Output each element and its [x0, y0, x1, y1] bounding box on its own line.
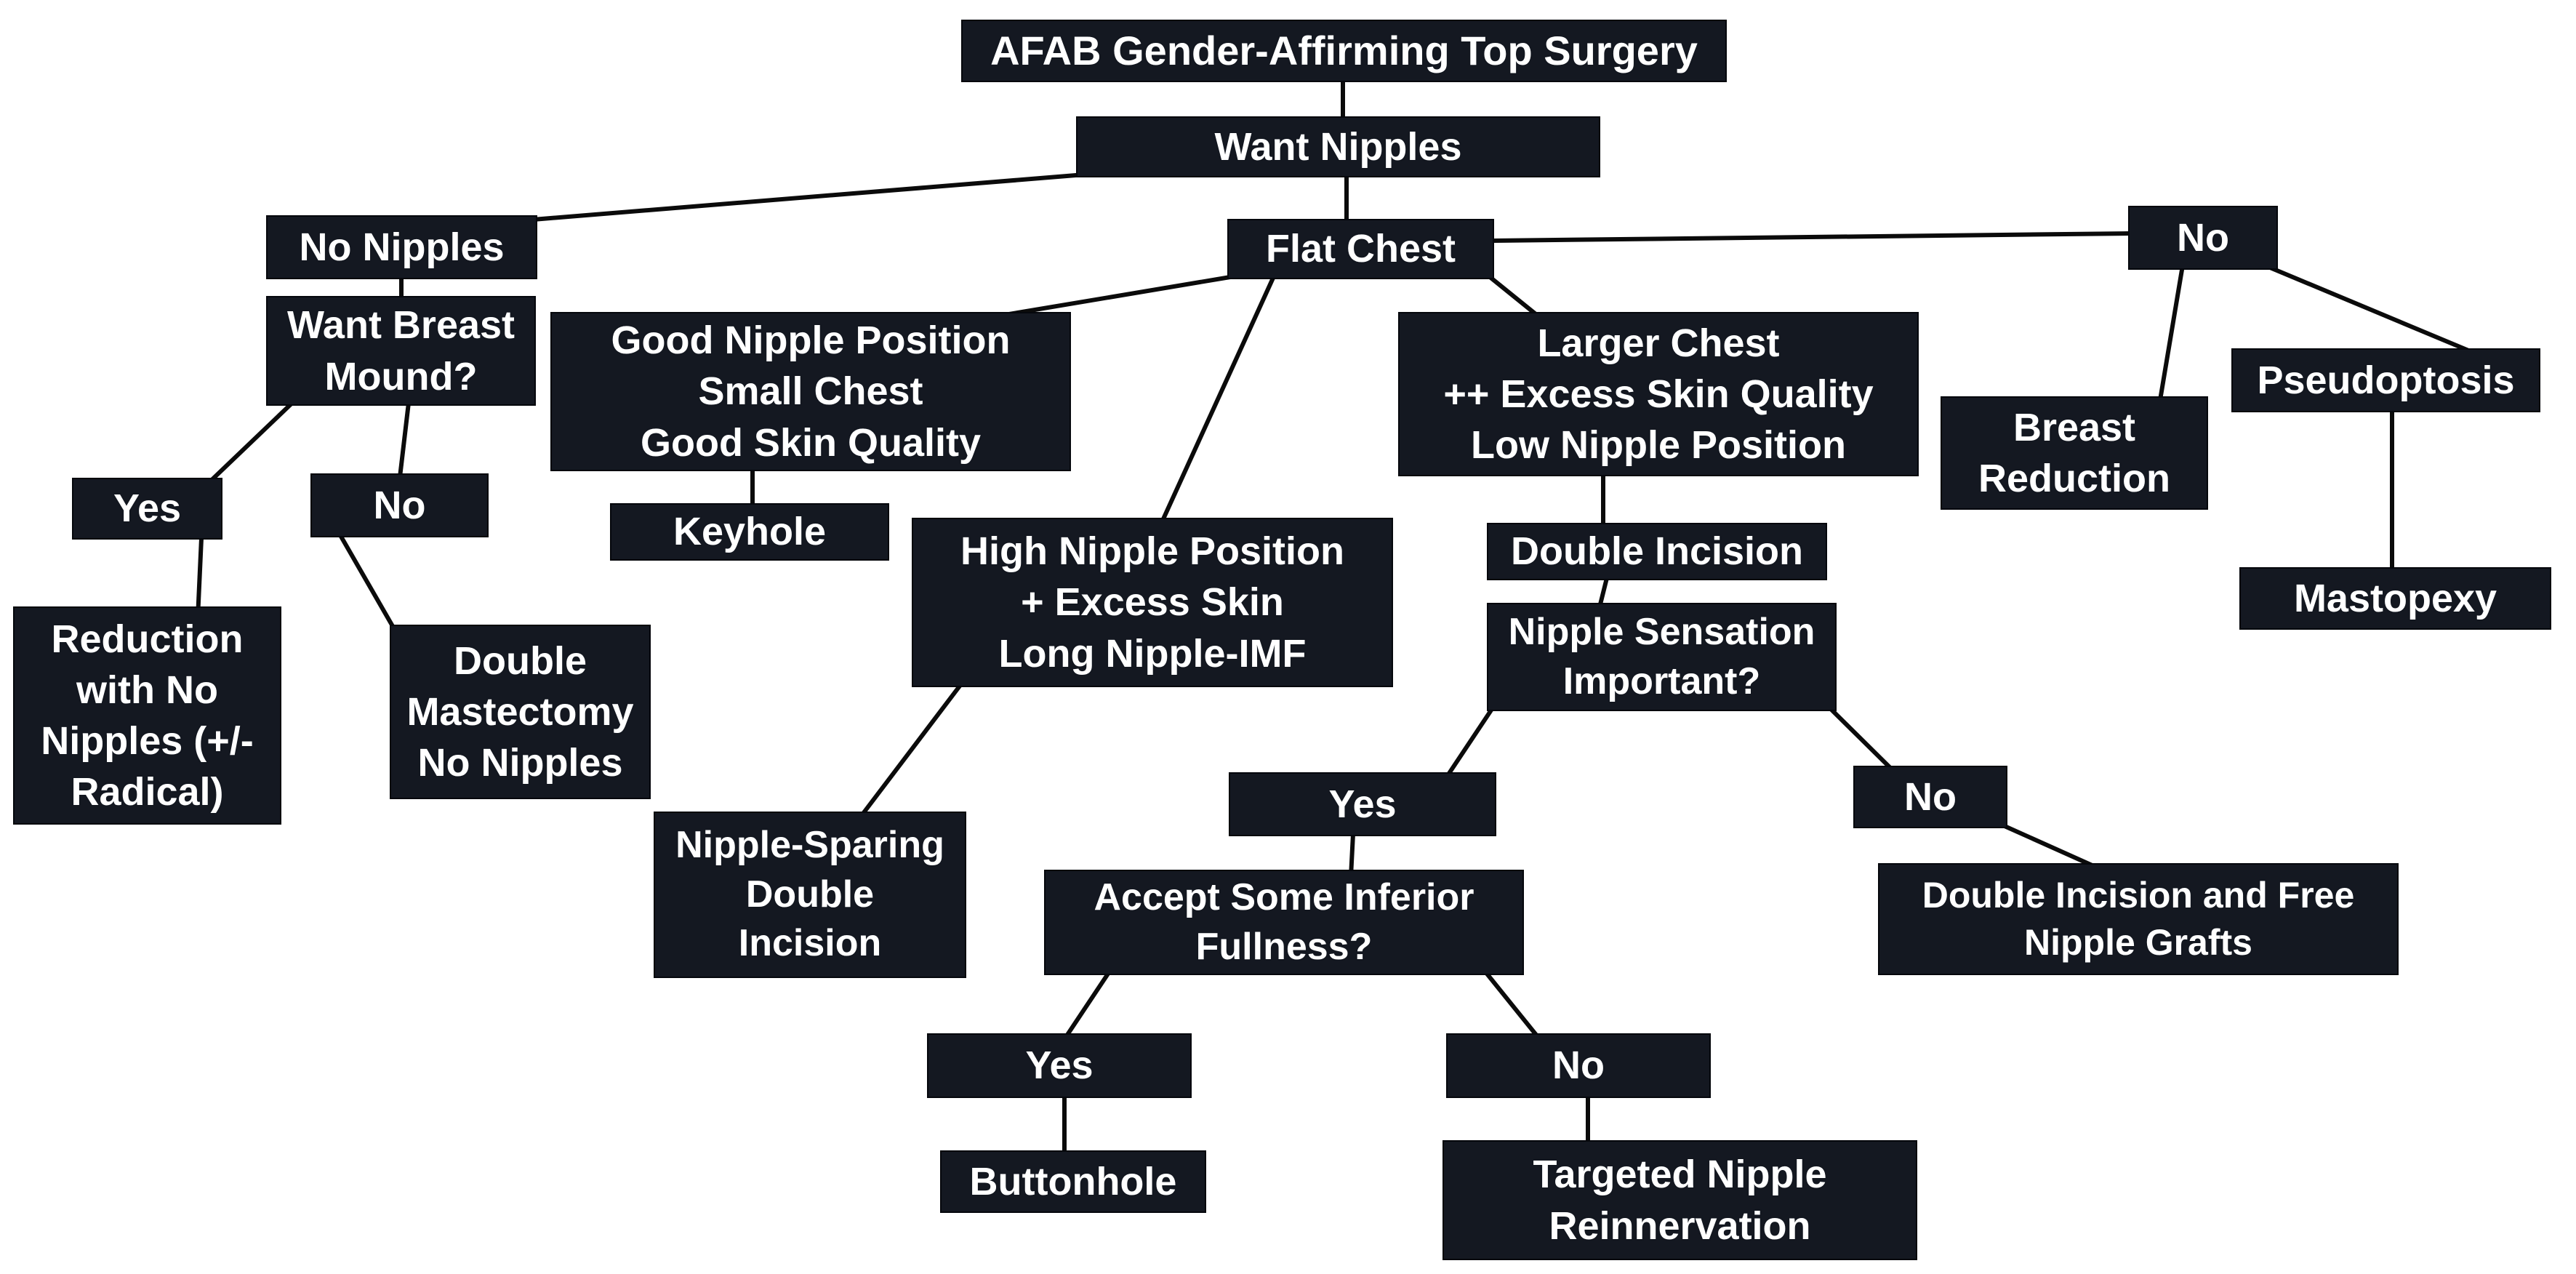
node-breast-reduction: Breast Reduction	[1941, 396, 2208, 510]
edge-no-mid-di-free-grafts	[2003, 824, 2097, 869]
node-di-free-grafts: Double Incision and Free Nipple Grafts	[1878, 863, 2399, 975]
node-nipple-sparing-di: Nipple-Sparing Double Incision	[654, 812, 966, 978]
node-want-breast-mound: Want Breast Mound?	[266, 296, 536, 406]
node-accept-fullness: Accept Some Inferior Fullness?	[1044, 870, 1524, 975]
edge-flat-chest-good-candidate	[995, 274, 1235, 318]
node-targeted-reinnervation: Targeted Nipple Reinnervation	[1443, 1140, 1917, 1260]
edge-double-incision-nipple-sensation	[1597, 577, 1609, 608]
edge-accept-fullness-no-bottom	[1485, 972, 1544, 1043]
edge-yes-left-reduction-no-nipples	[196, 537, 204, 619]
edge-high-nipple-nipple-sparing-di	[856, 684, 963, 822]
edge-want-breast-mound-yes-left	[208, 401, 294, 484]
node-double-incision: Double Incision	[1487, 523, 1827, 580]
edge-nipple-sensation-no-mid	[1829, 707, 1894, 772]
edge-flat-chest-larger-chest	[1488, 274, 1540, 318]
node-yes-mid: Yes	[1229, 772, 1496, 836]
edge-yes-mid-accept-fullness	[1349, 833, 1355, 877]
node-yes-left: Yes	[72, 478, 222, 540]
edge-no-right-pseudoptosis	[2263, 263, 2473, 354]
node-want-nipples: Want Nipples	[1076, 116, 1600, 177]
node-nipple-sensation: Nipple Sensation Important?	[1487, 603, 1837, 711]
edge-no-left-double-mastectomy	[338, 534, 401, 638]
edge-no-right-breast-reduction	[2158, 265, 2185, 401]
node-reduction-no-nipples: Reduction with No Nipples (+/- Radical)	[13, 606, 281, 825]
edge-want-breast-mound-no-left	[398, 402, 411, 478]
edge-want-nipples-no-nipples	[532, 172, 1086, 222]
node-larger-chest: Larger Chest ++ Excess Skin Quality Low …	[1398, 312, 1919, 476]
edge-flat-chest-no-right	[1492, 231, 2131, 243]
node-no-mid: No	[1853, 766, 2007, 828]
node-mastopexy: Mastopexy	[2239, 567, 2551, 630]
node-keyhole: Keyhole	[610, 503, 889, 561]
node-no-left: No	[310, 473, 489, 537]
edge-accept-fullness-yes-bottom	[1061, 972, 1110, 1043]
node-buttonhole: Buttonhole	[940, 1150, 1206, 1213]
node-no-right: No	[2128, 206, 2278, 270]
edge-nipple-sensation-yes-mid	[1445, 708, 1494, 778]
node-good-candidate: Good Nipple Position Small Chest Good Sk…	[550, 312, 1071, 471]
node-flat-chest: Flat Chest	[1227, 219, 1494, 279]
node-yes-bottom: Yes	[927, 1033, 1192, 1098]
edge-flat-chest-high-nipple	[1160, 275, 1276, 524]
node-high-nipple: High Nipple Position + Excess Skin Long …	[912, 518, 1393, 687]
node-pseudoptosis: Pseudoptosis	[2231, 348, 2540, 412]
node-no-bottom: No	[1446, 1033, 1711, 1098]
node-no-nipples: No Nipples	[266, 215, 537, 279]
node-title: AFAB Gender-Affirming Top Surgery	[961, 20, 1727, 82]
node-double-mastectomy: Double Mastectomy No Nipples	[390, 625, 651, 799]
